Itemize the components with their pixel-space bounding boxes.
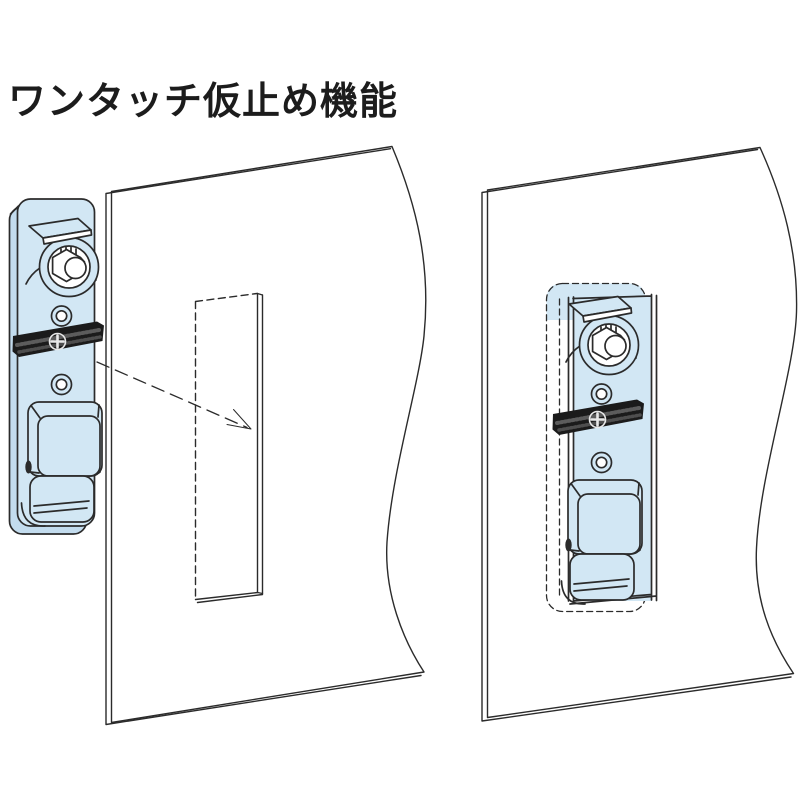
figure-after-insertion: [481, 146, 798, 722]
insertion-arrow-shaft: [96, 361, 248, 429]
insertion-arrow: [96, 361, 252, 430]
insertion-arrow-head: [226, 409, 252, 430]
slot-right-edge: [256, 292, 264, 595]
latch-device-mounted: [545, 282, 658, 613]
panel-right-thickness: [481, 148, 792, 722]
figure-before-insertion: [8, 145, 427, 726]
plate-corner-line: [9, 205, 20, 215]
panel-slot: [194, 292, 264, 604]
latch-device-left: [8, 198, 106, 535]
slot-bottom-edge: [194, 591, 264, 604]
panel-left-face: [110, 145, 427, 724]
panel-left-thickness: [105, 148, 422, 726]
page-title: ワンタッチ仮止め機能: [8, 81, 399, 123]
panel-left: [105, 145, 427, 726]
slot-hidden-edges: [194, 292, 258, 601]
